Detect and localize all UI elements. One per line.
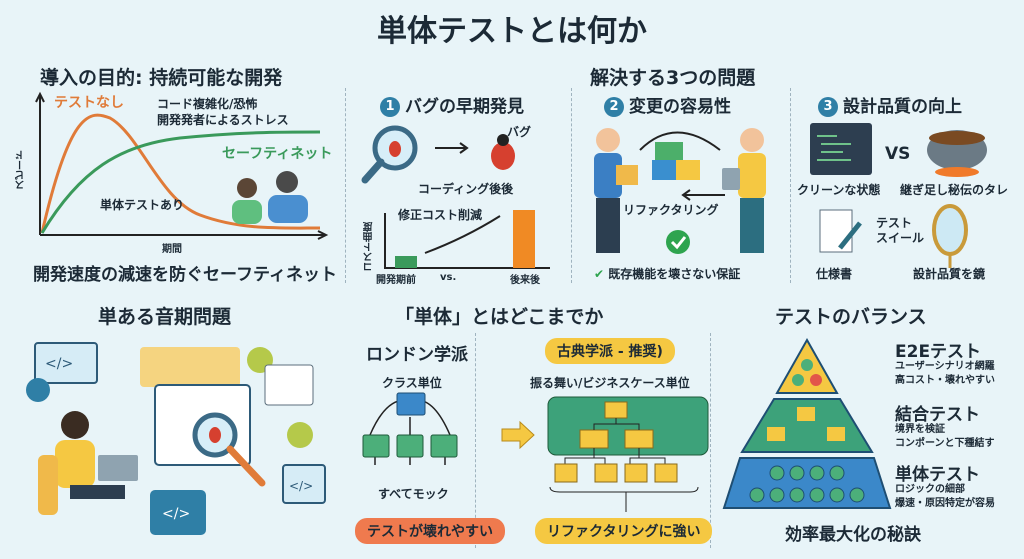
spec-label: 仕様書 xyxy=(816,267,853,281)
check-small-icon: ✔ xyxy=(594,267,609,281)
no-test-label: テストなし xyxy=(54,95,124,111)
cost-bar-after xyxy=(513,210,535,268)
e2e-line1: ユーザーシナリオ網羅 xyxy=(895,361,995,372)
problems-heading: 解決する3つの問題 xyxy=(590,67,756,89)
check-icon xyxy=(666,230,690,254)
sauce-label: 継ぎ足し秘伝のタレ xyxy=(900,183,1009,197)
vs-label: vs. xyxy=(440,272,457,283)
clean-label: クリーンな状態 xyxy=(797,183,881,197)
scope-heading: 「単体」とはどこまでか xyxy=(395,306,604,328)
cost-axis-label: コスト曲度 xyxy=(364,222,375,272)
balance-footer: 効率最大化の秘訣 xyxy=(785,525,921,545)
e2e-title: E2Eテスト xyxy=(895,342,982,362)
robust-badge: リファクタリングに強い xyxy=(535,518,713,544)
developer-debugging-illustration: </> </> </> xyxy=(26,342,326,535)
guarantee-label: ✔ 既存機能を壊さない保証 xyxy=(594,267,741,281)
pyramid-unit xyxy=(722,457,892,509)
integration-line1: 境界を検証 xyxy=(895,424,945,435)
classic-school-badge: 古典学派 - 推奨) xyxy=(545,338,675,364)
test-line1: テスト xyxy=(876,216,913,230)
arrow-right-icon xyxy=(501,420,535,450)
class-unit-label: クラス単位 xyxy=(382,376,442,390)
svg-text:</>: </> xyxy=(45,356,73,372)
after-coding-label: コーディング後後 xyxy=(418,182,514,196)
mirror-label: 設計品質を鏡 xyxy=(913,267,986,281)
design-quality-illustration xyxy=(810,123,987,268)
bug-search-illustration xyxy=(361,125,550,269)
issues-heading: 単ある音期問題 xyxy=(98,306,232,328)
purpose-heading: 導入の目的: 持続可能な開発 xyxy=(40,67,283,89)
page-title: 単体テストとは何か xyxy=(377,14,647,49)
refactoring-label: リファクタリング xyxy=(623,203,719,217)
speed-chart xyxy=(35,91,329,240)
before-label: 開発期前 xyxy=(376,275,416,286)
unit-line1: ロジックの細部 xyxy=(895,484,965,495)
e2e-line2: 高コスト・壊れやすい xyxy=(895,375,995,386)
fragile-badge: テストが壊れやすい xyxy=(355,518,505,544)
refactoring-illustration xyxy=(594,128,766,254)
test-line2: スイール xyxy=(876,231,925,245)
no-test-curve xyxy=(40,113,321,234)
test-pyramid xyxy=(722,337,892,509)
london-school-label: ロンドン学派 xyxy=(366,345,468,365)
with-test-label: 単体テストあり xyxy=(100,198,185,212)
unit-title: 単体テスト xyxy=(895,465,980,485)
london-diagram xyxy=(362,392,458,465)
svg-text:</>: </> xyxy=(289,479,313,493)
cost-reduce-label: 修正コスト削減 xyxy=(398,208,483,222)
balance-heading: テストのバランス xyxy=(775,306,927,328)
all-mock-label: すべてモック xyxy=(378,487,449,501)
integration-title: 結合テスト xyxy=(895,405,980,425)
with-test-curve xyxy=(40,130,321,234)
vs-label-3: VS xyxy=(885,144,911,164)
x-axis-label: 期間 xyxy=(162,244,182,255)
pyramid-integration xyxy=(740,398,874,453)
behavior-unit-label: 振る舞い/ビジネスケース単位 xyxy=(530,376,690,390)
after-label: 後来後 xyxy=(510,275,540,286)
stressed-developers-icon xyxy=(232,171,308,224)
bug-label: バグ xyxy=(507,125,532,139)
integration-line2: コンポーンと下種結す xyxy=(895,438,995,449)
cost-bar-before xyxy=(395,256,417,268)
stress-line1: コード複雑化/恐怖 xyxy=(157,97,258,111)
y-axis-label: スピード xyxy=(16,150,27,190)
unit-line2: 爆速・原因特定が容易 xyxy=(895,498,995,509)
purpose-caption: 開発速度の減速を防ぐセーフティネット xyxy=(33,265,337,285)
svg-text:</>: </> xyxy=(162,506,190,522)
classic-diagram xyxy=(547,396,709,512)
stress-line2: 開発発者によるストレス xyxy=(157,113,289,127)
safety-net-label: セーフティネット xyxy=(222,146,333,162)
